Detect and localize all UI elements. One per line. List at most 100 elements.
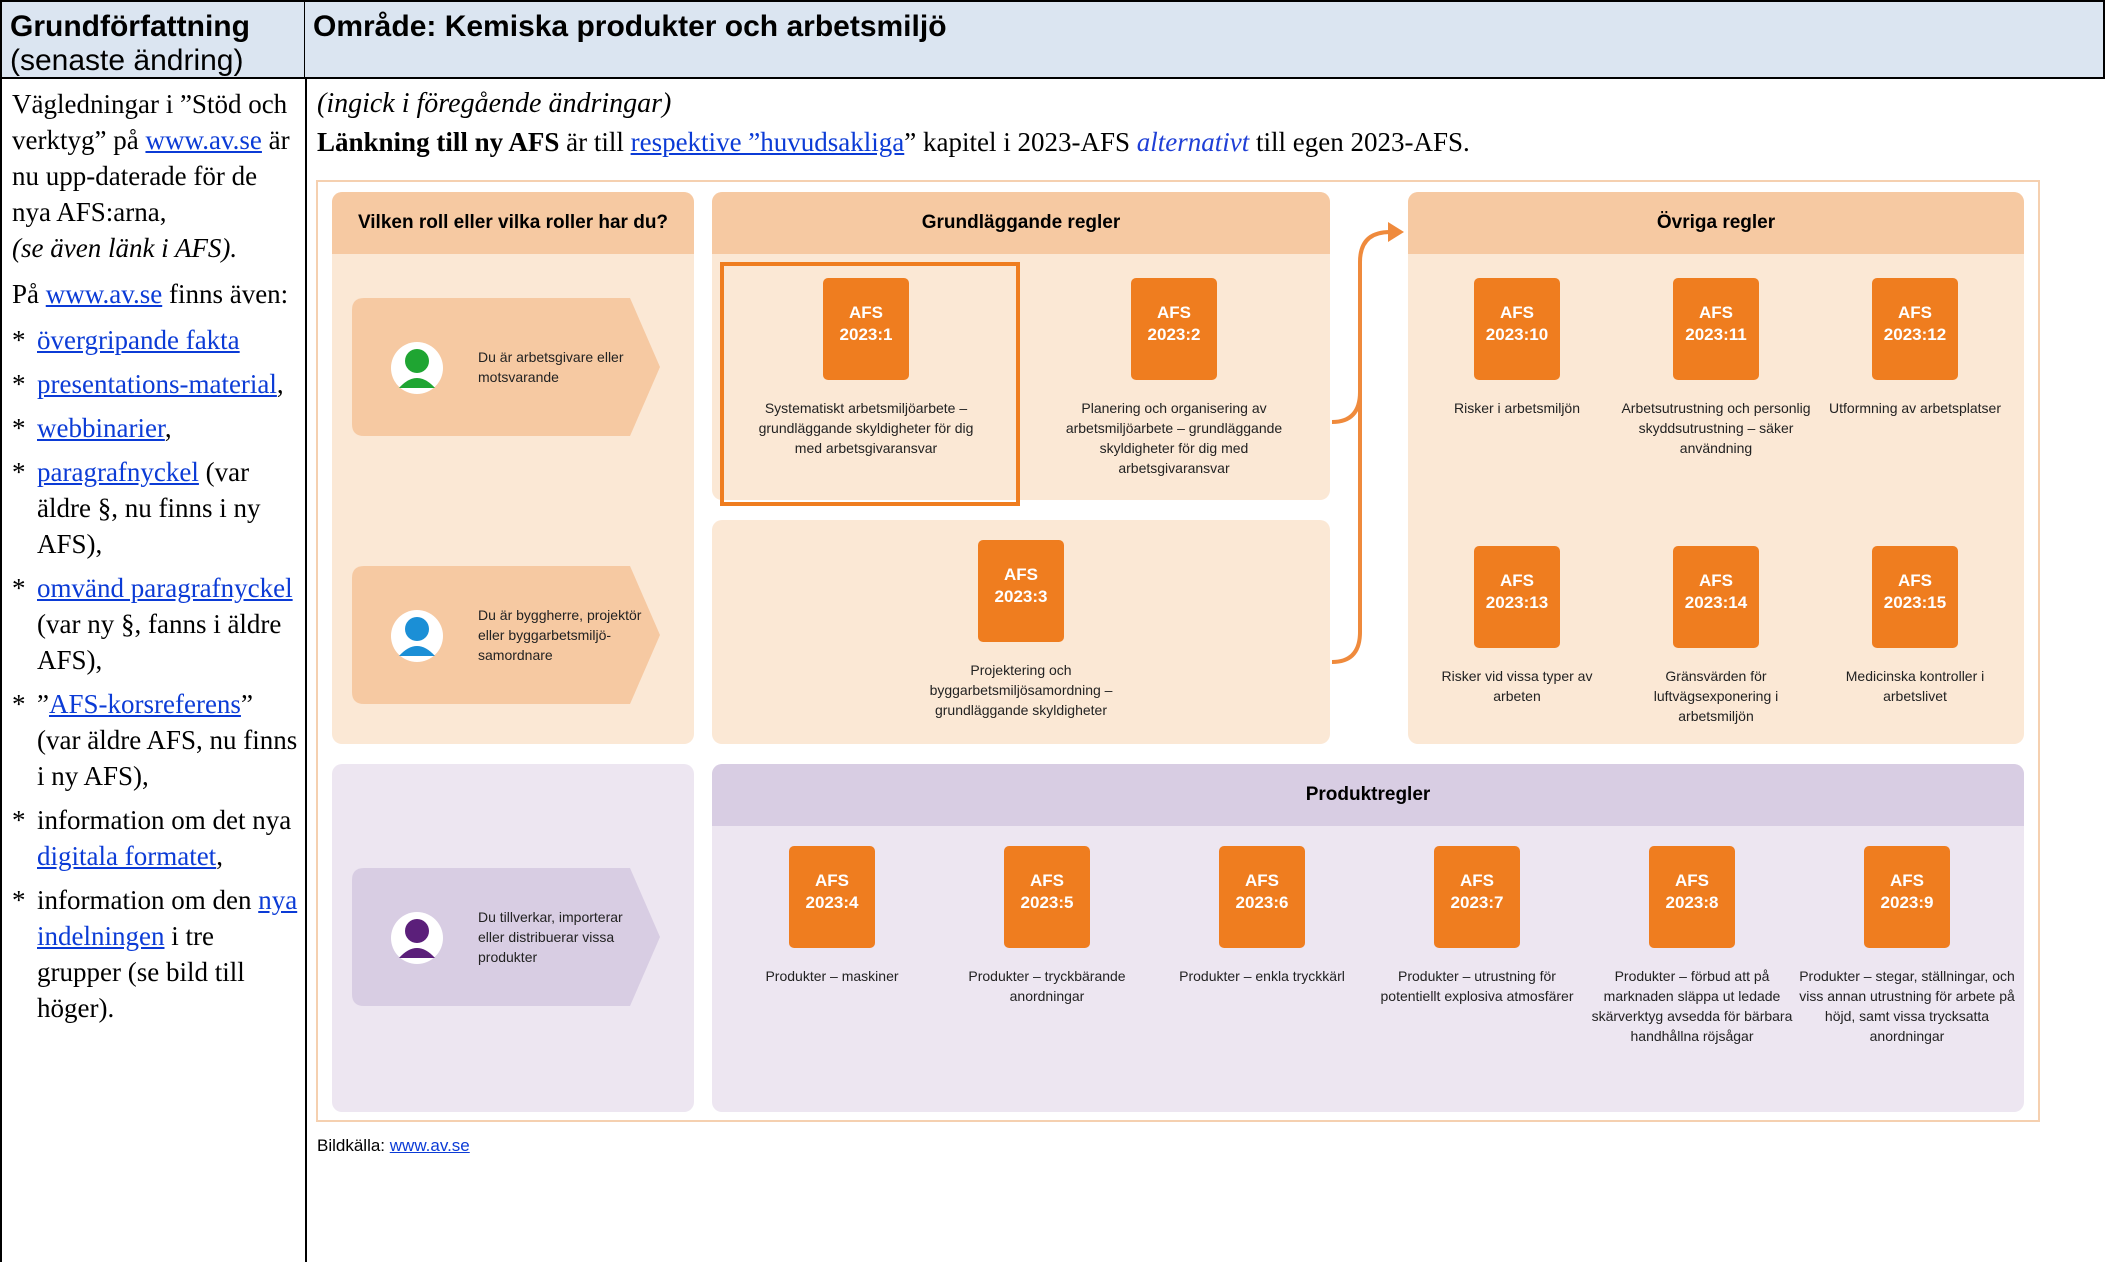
guidance-note: (se även länk i AFS).: [12, 233, 238, 263]
intro-linking: Länkning till ny AFS är till respektive …: [317, 124, 1470, 160]
item-suffix: ,: [216, 841, 223, 871]
afs-number: 2023:7: [1450, 893, 1504, 912]
afs-description: Gränsvärden för luftvägsexponering i arb…: [1653, 668, 1779, 724]
link-paragrafnyckel[interactable]: paragrafnyckel: [37, 457, 199, 487]
header-left-cell: Grundförfattning (senaste ändring): [0, 0, 306, 79]
afs-badge: AFS 2023:14: [1673, 546, 1759, 648]
connector-arrow: [1331, 222, 1404, 664]
av-link-2[interactable]: www.av.se: [45, 279, 163, 309]
also-paragraph: På www.av.se finns även:: [12, 276, 302, 312]
afs-code: AFS: [1898, 571, 1932, 590]
item-prefix: ”: [37, 689, 49, 719]
other-rules-panel: Övriga regler AFS 2023:10 Risker i arbets…: [1408, 192, 2024, 744]
intro-bold: Länkning till ny AFS: [317, 127, 560, 157]
afs-number: 2023:15: [1883, 593, 1947, 612]
list-item: * övergripande fakta: [12, 322, 302, 358]
list-item: *paragrafnyckel (var äldre §, nu finns i…: [12, 454, 302, 562]
product-rules-title: Produktregler: [712, 764, 2024, 826]
item-suffix: i tre grupper (se bild till höger).: [37, 921, 245, 1023]
header-right-cell: Område: Kemiska produkter och arbetsmilj…: [305, 0, 2105, 79]
roles-panel: Vilken roll eller vilka roller har du? D…: [332, 192, 694, 744]
roles-panel-title: Vilken roll eller vilka roller har du?: [332, 192, 694, 254]
afs-code: AFS: [1699, 571, 1733, 590]
role-producer-text: Du tillverkar, importerar eller distribu…: [478, 909, 623, 965]
item-suffix: ” (var äldre AFS, nu finns i ny AFS),: [37, 689, 298, 791]
bullet-star: *: [12, 369, 26, 399]
afs-code: AFS: [1890, 871, 1924, 890]
afs-code: AFS: [1675, 871, 1709, 890]
role-producer: Du tillverkar, importerar eller distribu…: [352, 868, 660, 1006]
bullet-star: *: [12, 457, 26, 487]
afs-description: Produkter – maskiner: [765, 968, 899, 984]
role-builder-text: Du är byggherre, projektör eller byggarb…: [478, 607, 642, 663]
afs-description: Utformning av arbetsplatser: [1829, 400, 2001, 416]
link-respektive-kapitel[interactable]: respektive ”huvudsakliga: [630, 127, 905, 157]
person-icon: [391, 342, 443, 394]
also-text: På: [12, 279, 46, 309]
afs-code: AFS: [849, 303, 883, 322]
av-link[interactable]: www.av.se: [145, 125, 262, 155]
afs-number: 2023:10: [1485, 325, 1549, 344]
afs-number: 2023:4: [805, 893, 859, 912]
afs-description: Produkter – utrustning för potentiellt e…: [1380, 968, 1574, 1004]
caption-label: Bildkälla:: [317, 1136, 390, 1155]
role-employer: Du är arbetsgivare eller motsvarande: [352, 298, 660, 436]
bullet-star: *: [12, 413, 26, 443]
guidance-paragraph: Vägledningar i ”Stöd och verktyg” på www…: [12, 86, 302, 266]
bullet-star: *: [12, 885, 26, 915]
afs-number: 2023:5: [1020, 893, 1074, 912]
item-prefix: information om det nya: [37, 805, 292, 835]
afs-number: 2023:13: [1485, 593, 1549, 612]
afs-description: Produkter – stegar, ställningar, och vis…: [1799, 968, 2015, 1044]
afs-description: Produkter – förbud att på marknaden släp…: [1591, 968, 1793, 1044]
item-suffix: (var ny §, fanns i äldre AFS),: [37, 609, 282, 675]
table-border-left: [0, 79, 2, 1262]
afs-description: Risker i arbetsmiljön: [1453, 400, 1581, 416]
afs-number: 2023:12: [1883, 325, 1947, 344]
bullet-star: *: [12, 325, 26, 355]
left-column: Vägledningar i ”Stöd och verktyg” på www…: [12, 86, 302, 1034]
basic-rules-title: Grundläggande regler: [712, 192, 1330, 254]
link-digitala-formatet[interactable]: digitala formatet: [37, 841, 217, 871]
afs-number: 2023:3: [994, 587, 1048, 606]
guidance-text-2: är nu upp-daterade för de nya AFS:arna,: [12, 125, 290, 227]
header-right-title: Område: Kemiska produkter och arbetsmilj…: [313, 10, 947, 43]
afs-number: 2023:11: [1685, 325, 1747, 344]
intro-note: (ingick i föregående ändringar): [317, 88, 672, 119]
afs-number: 2023:2: [1147, 325, 1201, 344]
link-presentationsmaterial[interactable]: presentations-material: [37, 369, 277, 399]
afs-number: 2023:8: [1665, 893, 1719, 912]
link-omvand-paragrafnyckel[interactable]: omvänd paragrafnyckel: [37, 573, 293, 603]
person-icon: [391, 610, 443, 662]
link-overgripande-fakta[interactable]: övergripande fakta: [37, 325, 240, 355]
list-item: *webbinarier,: [12, 410, 302, 446]
intro-text-2: ” kapitel i 2023-AFS: [904, 127, 1137, 157]
role-builder: Du är byggherre, projektör eller byggarb…: [352, 566, 660, 704]
other-rules-title: Övriga regler: [1408, 192, 2024, 254]
afs-badge: AFS 2023:8: [1649, 846, 1735, 948]
link-nya-indelningen[interactable]: nya indelningen: [37, 885, 298, 951]
link-webbinarier[interactable]: webbinarier: [37, 413, 165, 443]
caption-link[interactable]: www.av.se: [389, 1136, 470, 1155]
afs-description: Produkter – tryckbärande anordningar: [968, 968, 1126, 1004]
afs-code: AFS: [1030, 871, 1064, 890]
afs-code: AFS: [1004, 565, 1038, 584]
list-item: *presentations-material,: [12, 366, 302, 402]
link-afs-korsreferens[interactable]: AFS-korsreferens: [48, 689, 241, 719]
afs-number: 2023:6: [1235, 893, 1289, 912]
afs-description: Planering och organisering av arbetsmilj…: [1065, 400, 1283, 476]
afs-code: AFS: [1460, 871, 1494, 890]
role-employer-text: Du är arbetsgivare eller motsvarande: [478, 349, 624, 385]
afs-number: 2023:14: [1684, 593, 1748, 612]
guidance-text: Vägledningar i ”Stöd och verktyg” på: [12, 89, 288, 155]
